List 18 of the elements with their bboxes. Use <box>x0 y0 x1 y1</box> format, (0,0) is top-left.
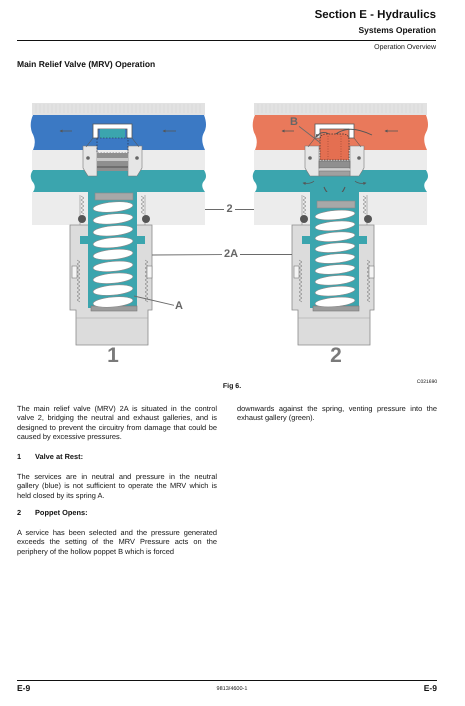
callout-label: 2A <box>222 248 240 261</box>
callout-label: B <box>289 116 299 129</box>
leader-line <box>134 296 174 306</box>
figure-number: 2 <box>330 344 342 368</box>
page-number: E-9 <box>17 684 30 694</box>
coil-spring <box>92 201 134 308</box>
poppet <box>318 134 350 176</box>
leader-line <box>204 209 224 210</box>
figure-number: 1 <box>107 344 119 368</box>
leader-line <box>234 209 254 210</box>
section-title: Section E - Hydraulics <box>314 9 436 22</box>
valve-body-section <box>30 103 206 225</box>
section-subtitle: Systems Operation <box>358 26 436 36</box>
callout-label: A <box>174 300 184 313</box>
page-title: Main Relief Valve (MRV) Operation <box>17 60 156 70</box>
leader-line <box>152 254 222 256</box>
callout-label: 2 <box>224 203 235 216</box>
page-number: E-9 <box>424 684 437 694</box>
